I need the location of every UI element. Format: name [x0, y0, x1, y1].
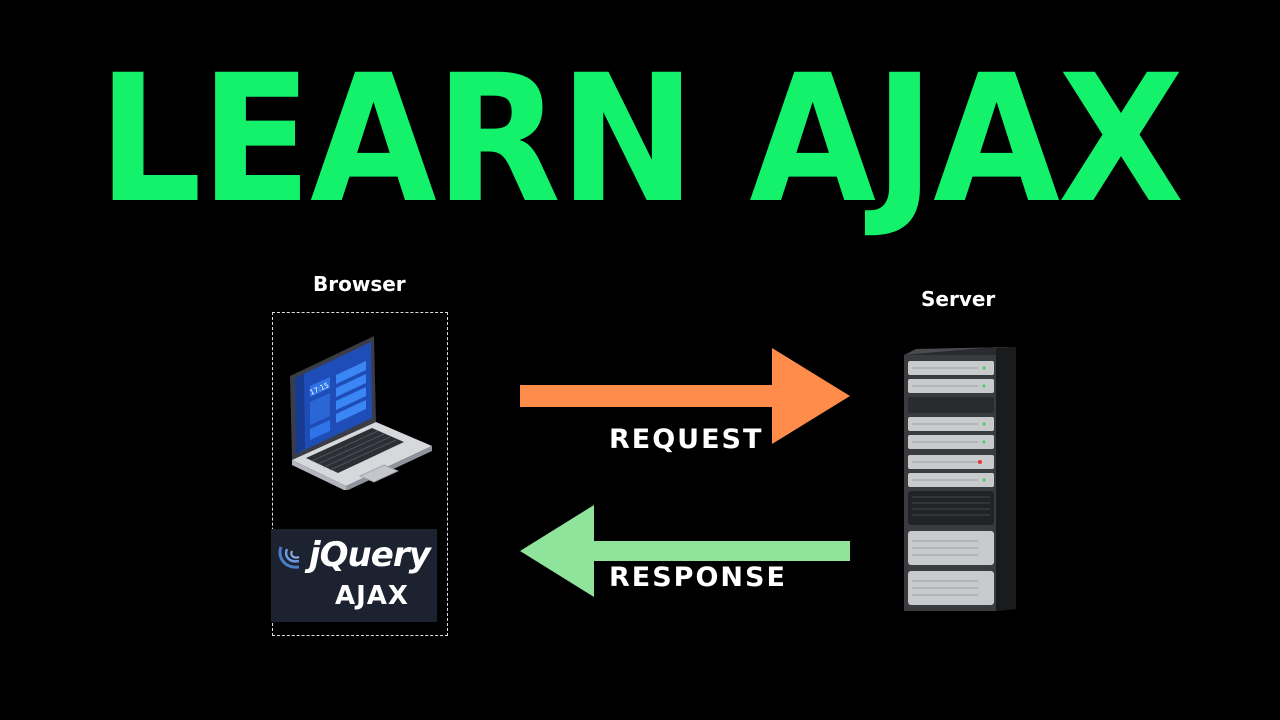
request-label: REQUEST — [609, 424, 764, 455]
response-label: RESPONSE — [609, 562, 787, 593]
browser-dashed-box — [272, 312, 448, 636]
server-rack-icon — [904, 347, 1016, 611]
response-arrow-icon — [520, 505, 850, 597]
jquery-ajax-text: AJAX — [335, 581, 409, 611]
browser-label: Browser — [313, 272, 406, 296]
server-label: Server — [921, 287, 996, 311]
jquery-logo-icon — [278, 546, 300, 569]
laptop-icon: 17:15 — [290, 336, 432, 490]
request-arrow-icon — [520, 348, 850, 444]
response-arrow-shape — [520, 505, 850, 597]
page-title: LEARN AJAX — [97, 37, 1185, 242]
jquery-ajax-badge: jQuery AJAX — [271, 529, 437, 622]
request-arrow-shape — [520, 348, 850, 444]
jquery-text: jQuery — [309, 535, 431, 575]
